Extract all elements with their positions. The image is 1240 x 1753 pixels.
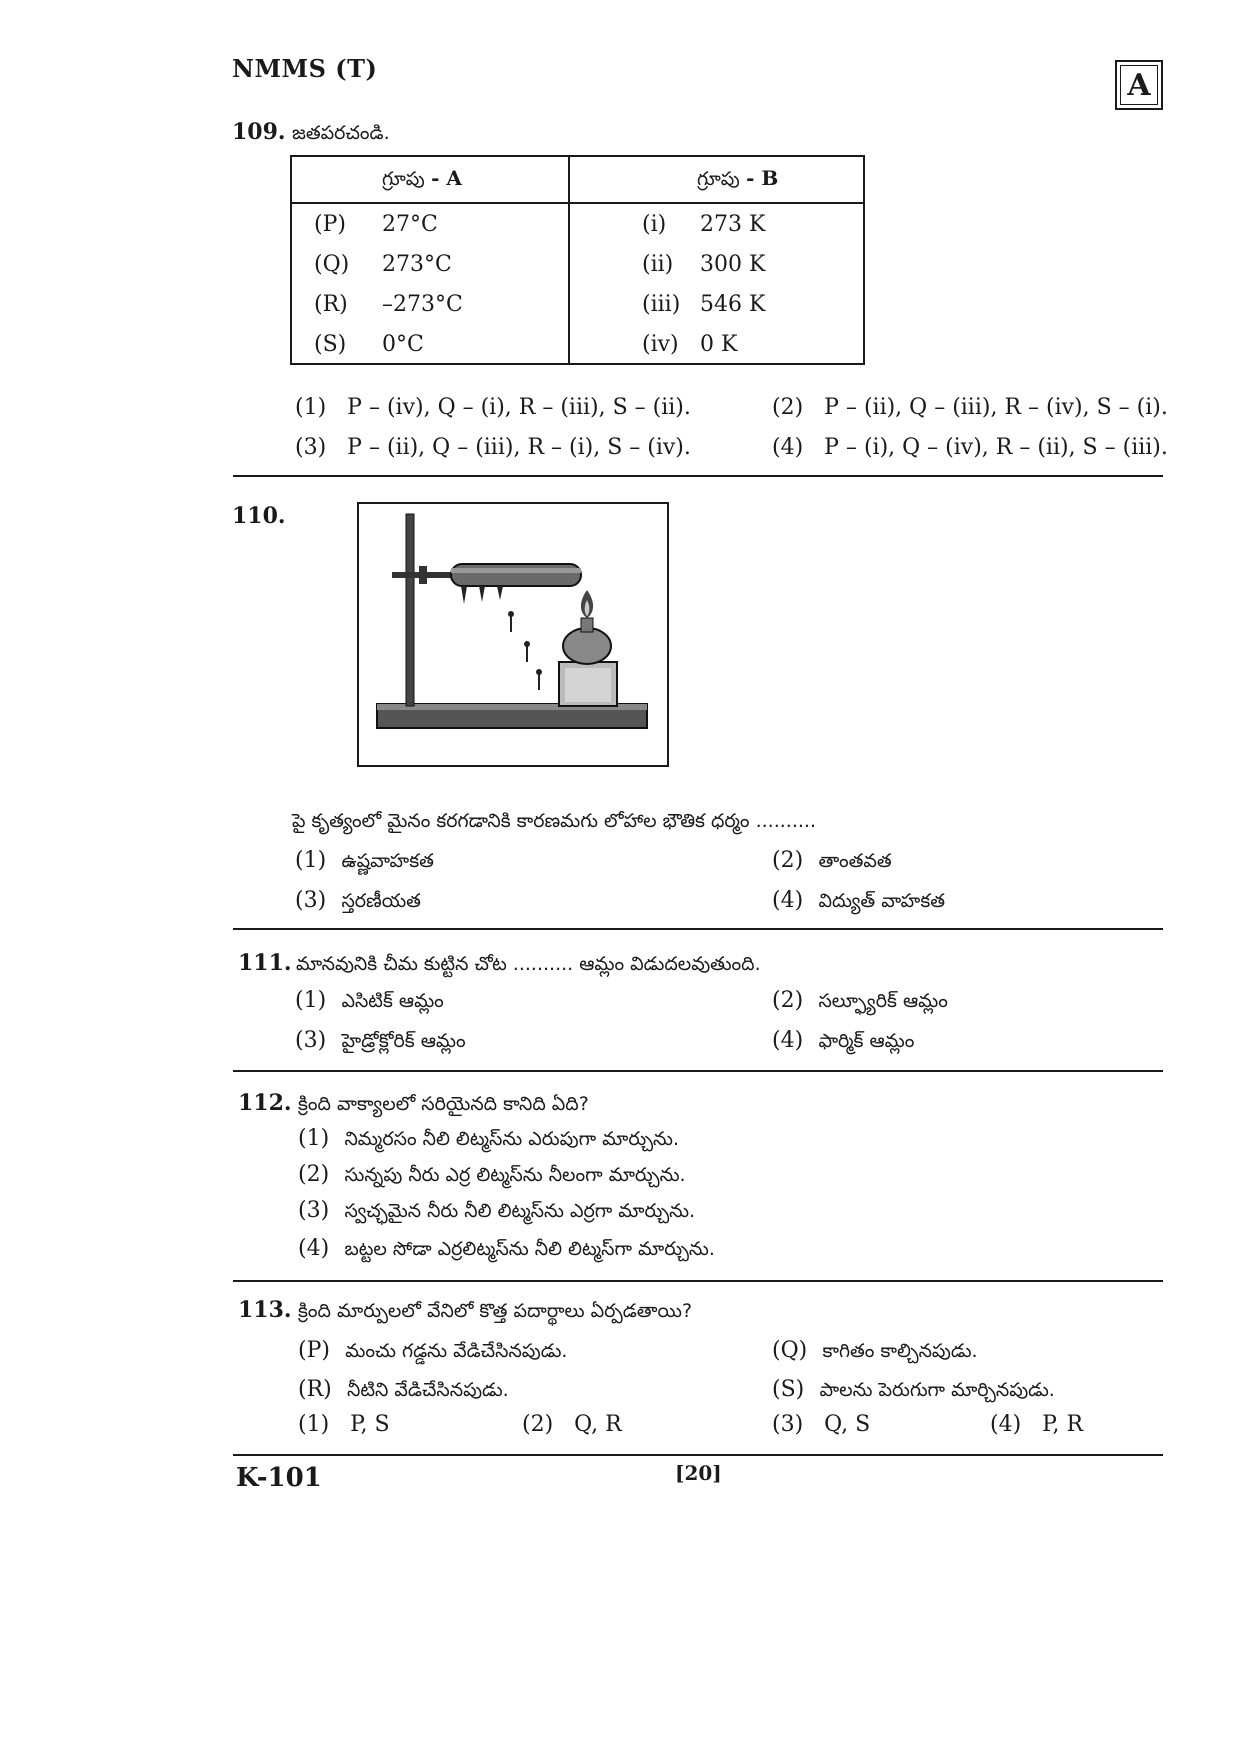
q111-option-2[interactable]: (2) సల్ఫ్యూరిక్ ఆమ్లం xyxy=(772,988,948,1013)
q113-option-4[interactable]: (4) P, R xyxy=(990,1412,1084,1437)
q109-option-2[interactable]: (2) P – (ii), Q – (iii), R – (iv), S – (… xyxy=(772,395,1168,420)
group-b-value: 0 K xyxy=(700,332,738,357)
divider-rule xyxy=(233,475,1163,477)
group-a-value: –273°C xyxy=(382,292,463,317)
group-a-key: (R) xyxy=(314,292,348,317)
q112-option-3[interactable]: (3) స్వచ్ఛమైన నీరు నీలి లిట్మస్‌ను ఎర్రగ… xyxy=(298,1198,696,1223)
group-b-value: 546 K xyxy=(700,292,766,317)
q113-option-3[interactable]: (3) Q, S xyxy=(772,1412,871,1437)
q109-option-4[interactable]: (4) P – (i), Q – (iv), R – (ii), S – (ii… xyxy=(772,435,1168,460)
booklet-code: K-101 xyxy=(236,1463,322,1493)
group-b-value: 273 K xyxy=(700,212,766,237)
page-number: [20] xyxy=(675,1461,722,1485)
group-a-value: 27°C xyxy=(382,212,438,237)
group-b-key: (iii) xyxy=(642,292,681,317)
q110-option-4[interactable]: (4) విద్యుత్ వాహకత xyxy=(772,888,946,913)
apparatus-illustration xyxy=(376,513,648,729)
q112-option-1[interactable]: (1) నిమ్మరసం నీలి లిట్మస్‌ను ఎరుపుగా మార… xyxy=(298,1126,679,1151)
q113-number: 113. xyxy=(238,1297,292,1323)
q113-text: క్రింది మార్పులలో వేనిలో కొత్త పదార్థాలు… xyxy=(298,1300,693,1322)
group-b-key: (iv) xyxy=(642,332,679,357)
q109-number: 109. xyxy=(232,119,286,145)
group-b-key: (i) xyxy=(642,212,667,237)
q111-text: మానవునికి చీమ కుట్టిన చోట .......... ఆమ్… xyxy=(296,953,761,975)
group-b-header: గ్రూపు - B xyxy=(697,166,779,190)
q112-option-2[interactable]: (2) సున్నపు నీరు ఎర్ర లిట్మస్‌ను నీలంగా … xyxy=(298,1162,686,1187)
q111-option-3[interactable]: (3) హైడ్రోక్లోరిక్ ఆమ్లం xyxy=(295,1028,466,1053)
footer-rule xyxy=(233,1454,1163,1456)
group-a-value: 0°C xyxy=(382,332,424,357)
group-a-value: 273°C xyxy=(382,252,452,277)
table-column-divider xyxy=(568,157,570,363)
q113-statement-q: (Q) కాగితం కాల్చినపుడు. xyxy=(772,1338,978,1363)
q110-text: పై కృత్యంలో మైనం కరగడానికి కారణమగు లోహాల… xyxy=(292,810,816,832)
wax-heating-apparatus-figure xyxy=(357,502,669,767)
table-header-divider xyxy=(292,202,863,204)
q110-number: 110. xyxy=(232,503,286,529)
q110-option-1[interactable]: (1) ఉష్ణవాహకత xyxy=(295,848,434,873)
q113-option-2[interactable]: (2) Q, R xyxy=(522,1412,622,1437)
q109-text: జతపరచండి. xyxy=(292,122,390,144)
group-a-header: గ్రూపు - A xyxy=(382,166,462,190)
q113-statement-s: (S) పాలను పెరుగుగా మార్చినపుడు. xyxy=(772,1377,1055,1402)
q111-option-1[interactable]: (1) ఎసిటిక్ ఆమ్లం xyxy=(295,988,444,1013)
set-letter: A xyxy=(1120,65,1158,105)
q113-statement-r: (R) నీటిని వేడిచేసినపుడు. xyxy=(298,1377,509,1402)
exam-header: NMMS (T) xyxy=(232,54,378,83)
divider-rule xyxy=(233,928,1163,930)
q110-option-3[interactable]: (3) స్తరణీయత xyxy=(295,888,421,913)
group-a-key: (S) xyxy=(314,332,347,357)
q112-text: క్రింది వాక్యాలలో సరియైనది కానిది ఏది? xyxy=(298,1093,589,1115)
group-b-value: 300 K xyxy=(700,252,766,277)
group-a-key: (Q) xyxy=(314,252,350,277)
divider-rule xyxy=(233,1280,1163,1282)
q113-statement-p: (P) మంచు గడ్డను వేడిచేసినపుడు. xyxy=(298,1338,568,1363)
set-badge: A xyxy=(1115,60,1163,110)
q109-option-3[interactable]: (3) P – (ii), Q – (iii), R – (i), S – (i… xyxy=(295,435,691,460)
q109-option-1[interactable]: (1) P – (iv), Q – (i), R – (iii), S – (i… xyxy=(295,395,691,420)
divider-rule xyxy=(233,1070,1163,1072)
q111-option-4[interactable]: (4) ఫార్మిక్ ఆమ్లం xyxy=(772,1028,915,1053)
q110-option-2[interactable]: (2) తాంతవత xyxy=(772,848,892,873)
q113-option-1[interactable]: (1) P, S xyxy=(298,1412,390,1437)
q111-number: 111. xyxy=(238,950,292,976)
match-table: గ్రూపు - A గ్రూపు - B (P) 27°C (i) 273 K (Q)… xyxy=(290,155,865,365)
q112-option-4[interactable]: (4) బట్టల సోడా ఎర్రలిట్మస్‌ను నీలి లిట్మ… xyxy=(298,1236,715,1261)
group-a-key: (P) xyxy=(314,212,346,237)
group-b-key: (ii) xyxy=(642,252,674,277)
q112-number: 112. xyxy=(238,1090,292,1116)
